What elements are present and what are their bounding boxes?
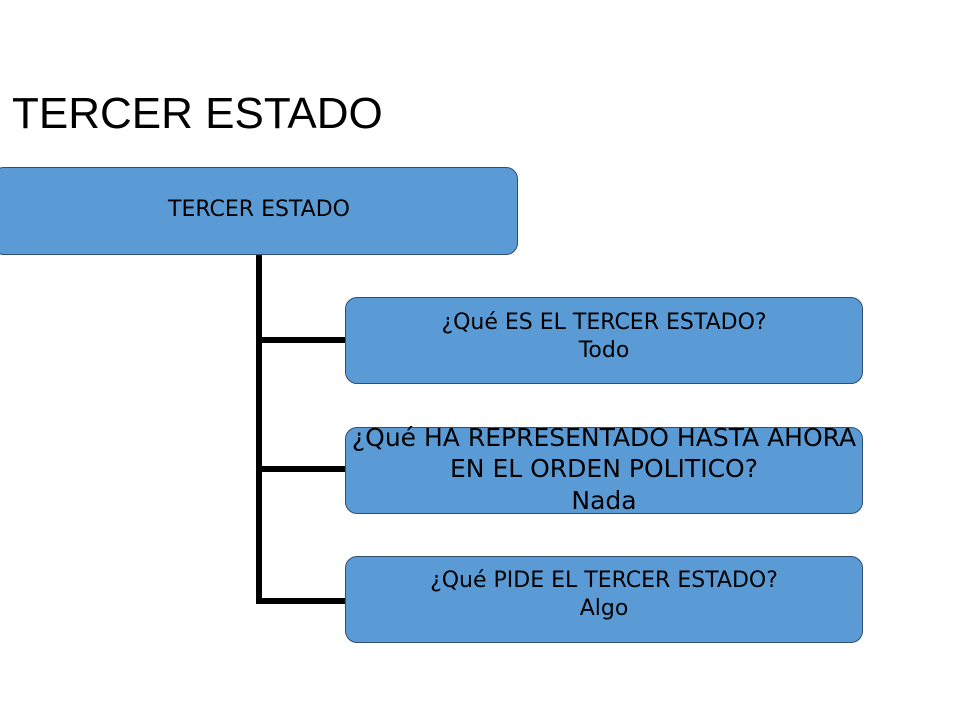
child-box-3-question: ¿Qué PIDE EL TERCER ESTADO?	[430, 568, 778, 593]
child-box-2-answer: Nada	[571, 485, 637, 515]
child-box-3-text: ¿Qué PIDE EL TERCER ESTADO? Algo	[345, 567, 863, 622]
child-box-1-text: ¿Qué ES EL TERCER ESTADO? Todo	[345, 309, 863, 364]
child-box-2-question-line1: ¿Qué HA REPRESENTADO HASTA AHORA	[351, 423, 857, 452]
child-box-3	[345, 556, 863, 643]
child-box-2-question-line2: EN EL ORDEN POLITICO?	[450, 454, 758, 484]
root-box	[0, 167, 518, 255]
child-box-3-answer: Algo	[579, 595, 629, 621]
connector-trunk	[256, 254, 262, 604]
connector-branch-1	[256, 337, 348, 343]
connector-branch-3	[256, 598, 348, 604]
child-box-2-text: ¿Qué HA REPRESENTADO HASTA AHORA EN EL O…	[290, 422, 918, 516]
child-box-2	[345, 427, 863, 514]
child-box-1-answer: Todo	[578, 337, 630, 363]
child-box-1	[345, 297, 863, 384]
child-box-1-question: ¿Qué ES EL TERCER ESTADO?	[441, 310, 767, 335]
slide-title: TERCER ESTADO	[12, 89, 383, 138]
root-box-label: TERCER ESTADO	[168, 197, 350, 222]
connector-branch-2	[256, 466, 348, 472]
